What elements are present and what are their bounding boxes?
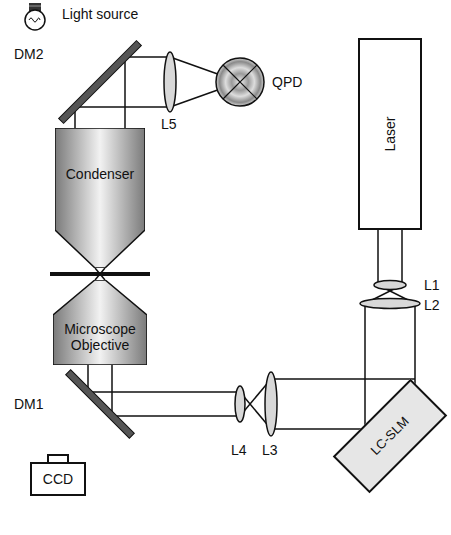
- microscope-objective: Microscope Objective: [53, 280, 147, 365]
- mirror-label: DM2: [14, 46, 44, 62]
- dichroic-mirror: [66, 370, 135, 439]
- laser: Laser: [358, 38, 422, 230]
- sample-slide: [50, 272, 150, 276]
- lens-label: L5: [161, 116, 177, 132]
- light-source-label: Light source: [62, 6, 138, 22]
- lens-label: L1: [424, 277, 440, 293]
- lens-label: L2: [424, 297, 440, 313]
- lens-label: L4: [231, 442, 247, 458]
- mirror-label: DM1: [14, 396, 44, 412]
- node-text: Condenser: [66, 166, 135, 182]
- node-text: Laser: [382, 116, 398, 151]
- mirror-label: DM1: [14, 396, 44, 412]
- lens-label: L2: [424, 297, 440, 313]
- lens-housing: [55, 128, 145, 268]
- light-source-label: Light source: [62, 6, 138, 22]
- mirror-label: DM2: [14, 46, 44, 62]
- lens-label: L3: [262, 442, 278, 458]
- condenser: Condenser: [55, 128, 145, 268]
- node-text: CCD: [43, 471, 73, 487]
- node-text: LC-SLM: [367, 413, 412, 458]
- lens-label: L4: [231, 442, 247, 458]
- ccd-camera: CCD: [30, 462, 86, 496]
- light-bulb: [25, 3, 45, 30]
- node-text: Microscope Objective: [56, 321, 144, 353]
- lens-label: L1: [424, 277, 440, 293]
- lens-label: L3: [262, 442, 278, 458]
- lens-label: L5: [161, 116, 177, 132]
- lc-slm: LC-SLM: [333, 379, 448, 494]
- dichroic-mirror: [59, 41, 142, 124]
- quadrant-photodiode: [216, 58, 264, 106]
- detector-label: QPD: [272, 74, 302, 90]
- detector-label: QPD: [272, 74, 302, 90]
